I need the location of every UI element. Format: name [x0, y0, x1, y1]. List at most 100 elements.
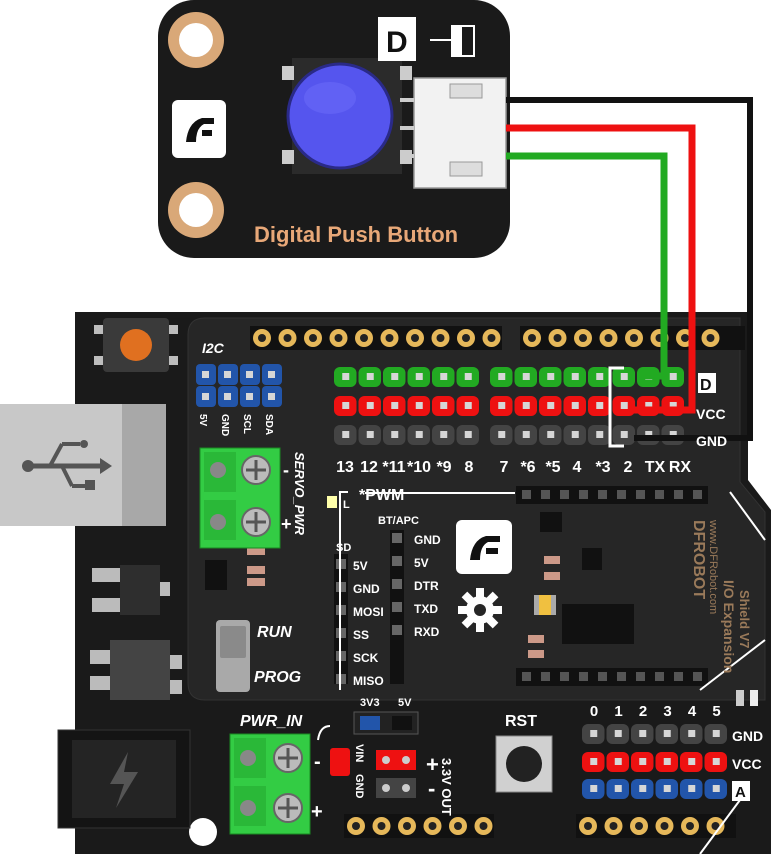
lightning-icon: [110, 752, 138, 808]
usb-icon: [22, 440, 112, 490]
digital-pin-label: 7: [500, 459, 509, 476]
gnd-label: GND: [353, 774, 365, 799]
board-logo: [456, 520, 512, 574]
digital-pin-label: *9: [436, 459, 451, 476]
out-label: 3.3V OUT: [439, 758, 454, 816]
analog-pin-label: 0: [590, 703, 598, 720]
shield-name: I/O Expansion: [721, 580, 737, 673]
analog-row-label: GND: [732, 728, 763, 744]
sd-pin-label: SCK: [353, 651, 379, 665]
black-wire: [506, 97, 753, 441]
out-minus-label: -: [428, 776, 435, 801]
led-l: [327, 496, 337, 508]
sd-pin-label: MOSI: [353, 605, 384, 619]
sd-pin-label: MISO: [353, 674, 384, 688]
bottom-headers: [344, 814, 736, 838]
bt-pin-label: TXD: [414, 602, 438, 616]
dc-jack: [57, 729, 191, 829]
pwr-minus-label: -: [314, 751, 321, 773]
digital-pin-label: 12: [360, 459, 378, 476]
run-label: RUN: [257, 624, 292, 641]
servo-terminal: [199, 447, 281, 549]
v5-label: 5V: [398, 697, 412, 709]
bt-pin-label: 5V: [414, 556, 429, 570]
digital-badge: D: [386, 26, 408, 59]
analog-pin-label: 2: [639, 703, 647, 720]
digital-pin-label: RX: [669, 459, 692, 476]
i2c-pin-label: SDA: [263, 414, 274, 435]
push-button: [286, 62, 394, 170]
analog-pin-label: 1: [614, 703, 622, 720]
digital-pin-label: *5: [545, 459, 560, 476]
digital-pin-label: 2: [624, 459, 633, 476]
out-plus-label: +: [426, 752, 439, 777]
brand-text: DFROBOT: [690, 520, 707, 599]
i2c-pin-label: GND: [219, 414, 230, 436]
regulator: [92, 565, 170, 615]
shield-version: Shield V7: [737, 590, 752, 649]
v3v3-label: 3V3: [360, 697, 380, 709]
digital-row-label: GND: [696, 433, 727, 449]
analog-pin-label: 3: [663, 703, 671, 720]
sd-pin-label: 5V: [353, 559, 368, 573]
analog-pin-label: 4: [688, 703, 697, 720]
module-logo: [172, 100, 226, 158]
orange-button: [120, 329, 152, 361]
servo-plus-label: +: [281, 514, 292, 534]
digital-pin-label: 13: [336, 459, 354, 476]
rst-button: [495, 735, 553, 793]
digital-pin-label: 4: [573, 459, 582, 476]
analog-pin-label: 5: [712, 703, 720, 720]
digital-pin-label: *6: [520, 459, 535, 476]
red-wire: [506, 124, 696, 414]
top-headers: [250, 326, 745, 350]
pwr-plus-label: +: [311, 801, 323, 823]
bt-pin-label: DTR: [414, 579, 439, 593]
module-title: Digital Push Button: [254, 222, 458, 247]
mount-hole: [189, 818, 217, 846]
regulator-large: [90, 640, 182, 700]
push-button-module: D Digital Push Button: [158, 0, 510, 258]
bt-pin-label: GND: [414, 533, 441, 547]
pwr-in-label: PWR_IN: [240, 713, 303, 730]
digital-pin-label: *11: [382, 459, 405, 476]
digital-pin-label: 8: [465, 459, 474, 476]
i2c-label: I2C: [202, 340, 225, 356]
digital-pin-label: *3: [595, 459, 610, 476]
digital-pin-rows: [334, 367, 684, 445]
wires: [506, 97, 753, 441]
digital-pin-label: *10: [407, 459, 431, 476]
usb-port: [0, 404, 166, 526]
xbee-headers: [516, 486, 708, 686]
vin-label: VIN: [353, 744, 365, 762]
pwm-label: *PWM: [359, 487, 404, 504]
sd-label: SD: [336, 542, 351, 554]
servo-pwr-label: SERVO_PWR: [292, 452, 307, 536]
analog-row-label: A: [735, 784, 746, 801]
pwr-in-terminal: [229, 733, 311, 835]
prog-label: PROG: [254, 669, 301, 686]
servo-minus-label: -: [283, 460, 289, 480]
i2c-pin-label: 5V: [197, 414, 208, 427]
bt-pin-label: RXD: [414, 625, 440, 639]
digital-pin-label: TX: [645, 459, 666, 476]
rst-label: RST: [505, 713, 537, 730]
bt-label: BT/APC: [378, 515, 419, 527]
analog-row-label: VCC: [732, 756, 762, 772]
digital-badge-bg: [378, 17, 416, 61]
bt-pin-header: GND 5V DTR TXD RXD: [390, 530, 441, 684]
sd-pin-label: GND: [353, 582, 380, 596]
gear-icon: [458, 588, 502, 632]
digital-row-label: D: [700, 377, 712, 394]
led-label: L: [343, 499, 350, 511]
green-wire: [506, 152, 668, 380]
digital-row-label: VCC: [696, 406, 726, 422]
pin2-bracket: [608, 366, 624, 448]
sd-pin-label: SS: [353, 628, 369, 642]
brand-url: www.DFRobot.com: [707, 519, 719, 614]
